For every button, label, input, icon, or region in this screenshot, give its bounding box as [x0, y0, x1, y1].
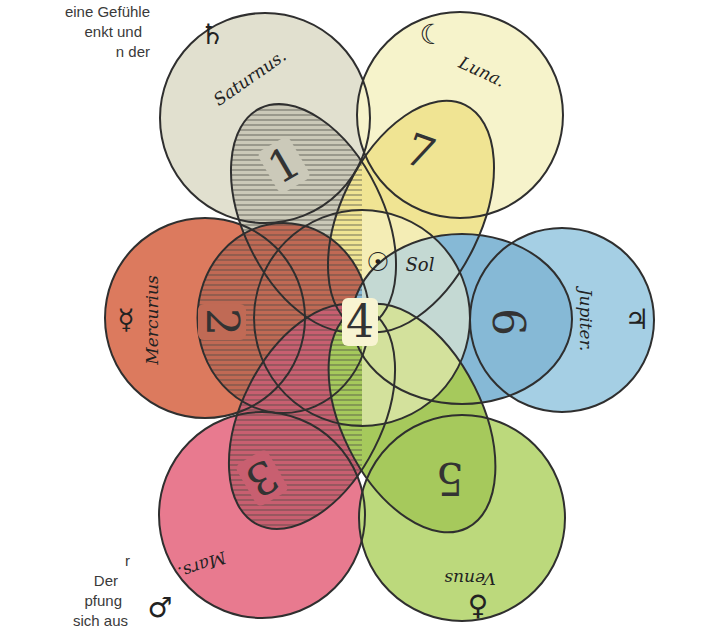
- planet-name: Mercurius: [144, 275, 161, 364]
- planet-name: Jupiter.: [577, 289, 594, 352]
- side-text: r: [125, 553, 130, 568]
- side-text: pfung: [84, 593, 122, 608]
- planet-symbol: ☉: [366, 249, 389, 275]
- planet-name: Saturnus.: [211, 47, 289, 109]
- callout-number: 2: [198, 304, 246, 340]
- callout-number: 5: [432, 454, 468, 502]
- planet-circle: ♄Saturnus.: [160, 13, 370, 223]
- planet-name: Mars.: [176, 548, 229, 581]
- side-text: eine Gefühle: [65, 4, 150, 19]
- planet-name: Luna.: [456, 54, 507, 90]
- planet-symbol: ♄: [199, 21, 224, 49]
- side-text: Der: [94, 573, 118, 588]
- planet-circle: ♀ Venus: [359, 415, 565, 621]
- side-text: n der: [116, 44, 150, 59]
- callout-number: 4: [342, 298, 378, 346]
- side-text: sich aus: [73, 613, 128, 628]
- planet-circle: ☾ Luna.: [357, 12, 563, 218]
- callout-number: 6: [484, 304, 532, 340]
- planet-symbol: ☾: [419, 21, 444, 49]
- planet-symbol: ♀: [468, 592, 489, 620]
- planet-name: Sol: [406, 256, 435, 274]
- planet-circle: ♂Mars.: [159, 412, 365, 618]
- planet-symbol: ♂: [147, 594, 172, 622]
- planet-name: Venus: [444, 570, 495, 587]
- planet-symbol: ♃: [624, 306, 649, 334]
- planet-symbol: ☿: [117, 306, 134, 334]
- side-text: enkt und: [84, 24, 142, 39]
